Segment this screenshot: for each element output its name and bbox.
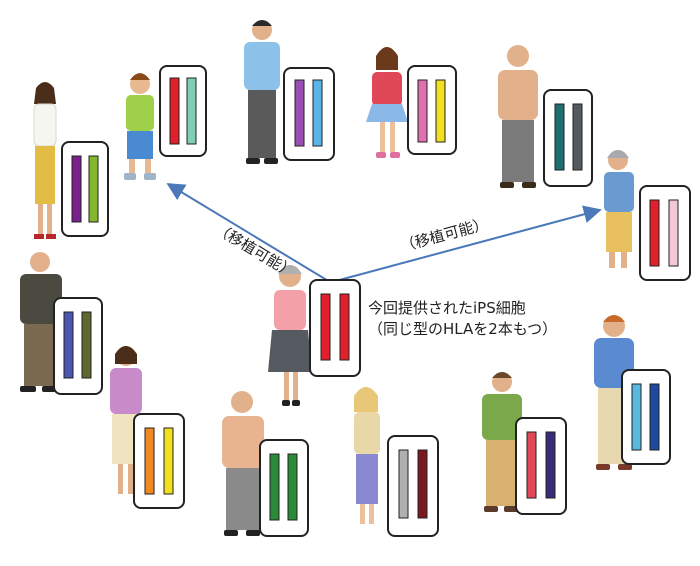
person-old-man-bottom xyxy=(222,391,264,536)
arrow-to-old-woman xyxy=(331,205,602,283)
hla-card-man-glasses xyxy=(283,67,335,161)
hla-card-center xyxy=(309,279,361,377)
person-woman-purple xyxy=(110,346,142,494)
hla-stripe xyxy=(163,427,174,495)
person-old-woman-right xyxy=(604,150,634,268)
person-woman-blonde xyxy=(354,387,380,524)
hla-stripe xyxy=(435,79,446,143)
hla-card-man-green xyxy=(515,417,567,515)
hla-stripe xyxy=(545,431,556,499)
hla-card-man-suit xyxy=(53,297,103,395)
hla-stripe xyxy=(649,199,660,267)
hla-card-man-blue-sweater xyxy=(621,369,671,465)
arrow-to-boy xyxy=(166,183,331,283)
hla-stripe xyxy=(287,453,298,521)
hla-card-old-man-top-right xyxy=(543,89,593,187)
hla-card-woman-left-top xyxy=(61,141,109,237)
hla-stripe xyxy=(526,431,537,499)
hla-stripe xyxy=(312,79,323,147)
hla-stripe xyxy=(169,77,180,145)
hla-stripe xyxy=(668,199,679,267)
hla-card-girl xyxy=(407,65,457,155)
hla-stripe xyxy=(339,293,350,361)
hla-stripe xyxy=(649,383,660,451)
hla-stripe xyxy=(144,427,155,495)
person-man-green xyxy=(482,372,522,512)
hla-card-old-man-bottom xyxy=(259,439,309,537)
caption-line-2: （同じ型のHLAを2本もつ） xyxy=(368,320,558,338)
hla-card-boy xyxy=(159,65,207,157)
hla-stripe xyxy=(88,155,99,223)
hla-stripe xyxy=(63,311,74,379)
person-man-suit xyxy=(20,252,62,392)
hla-card-woman-blonde xyxy=(387,435,439,537)
person-center-woman xyxy=(268,265,312,406)
person-girl xyxy=(366,47,408,158)
person-man-glasses xyxy=(244,20,280,164)
hla-stripe xyxy=(572,103,583,171)
hla-stripe xyxy=(186,77,197,145)
hla-stripe xyxy=(398,449,409,519)
ips-cell-caption: 今回提供されたiPS細胞 （同じ型のHLAを2本もつ） xyxy=(368,298,557,340)
hla-stripe xyxy=(81,311,92,379)
caption-line-1: 今回提供されたiPS細胞 xyxy=(368,299,526,317)
hla-card-old-woman-right xyxy=(639,185,691,281)
hla-stripe xyxy=(631,383,642,451)
person-old-man-top-right xyxy=(498,45,538,188)
hla-stripe xyxy=(417,79,428,143)
hla-stripe xyxy=(320,293,331,361)
hla-stripe xyxy=(294,79,305,147)
hla-card-woman-purple xyxy=(133,413,185,509)
hla-stripe xyxy=(269,453,280,521)
person-woman-left-top xyxy=(33,82,57,239)
hla-stripe xyxy=(71,155,82,223)
hla-stripe xyxy=(554,103,565,171)
person-boy xyxy=(124,73,156,180)
hla-stripe xyxy=(417,449,428,519)
